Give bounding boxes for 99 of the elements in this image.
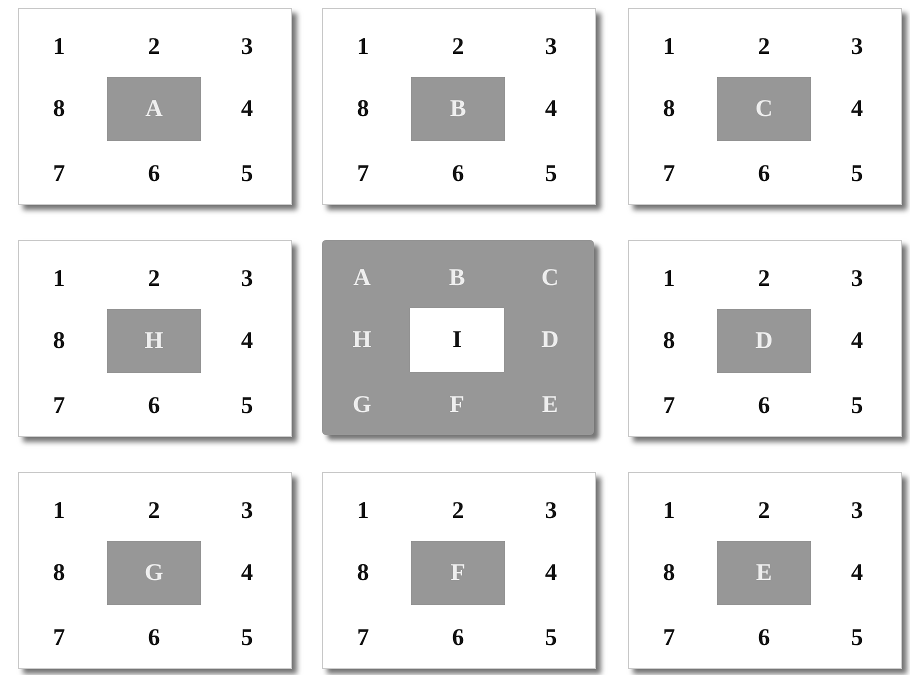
neighbor-number: 3: [544, 497, 558, 525]
grid-panel: [628, 472, 902, 669]
neighbor-number: 4: [240, 95, 254, 123]
neighbor-number: 3: [850, 33, 864, 61]
neighbor-number: 5: [850, 624, 864, 652]
center-letter: I: [452, 326, 462, 354]
neighbor-number: 7: [662, 624, 676, 652]
center-letter: B: [450, 96, 466, 122]
neighbor-number: 4: [850, 95, 864, 123]
neighbor-number: 5: [850, 392, 864, 420]
center-cell: [717, 77, 811, 141]
neighbor-letter: E: [540, 391, 559, 419]
neighbor-number: 2: [147, 497, 161, 525]
grid-panel: [628, 240, 902, 437]
neighbor-number: 7: [52, 160, 66, 188]
neighbor-number: 2: [147, 33, 161, 61]
neighbor-letter: A: [352, 264, 372, 292]
neighbor-number: 6: [451, 160, 465, 188]
neighbor-number: 6: [147, 624, 161, 652]
neighbor-number: 6: [757, 392, 771, 420]
neighbor-number: 2: [757, 497, 771, 525]
neighbor-number: 8: [356, 95, 370, 123]
grid-panel: [322, 8, 596, 205]
center-cell: [107, 77, 201, 141]
neighbor-letter: G: [352, 391, 372, 419]
neighbor-number: 6: [757, 624, 771, 652]
neighbor-number: 3: [850, 265, 864, 293]
neighbor-number: 7: [52, 624, 66, 652]
neighbor-number: 5: [544, 160, 558, 188]
center-letter: G: [144, 560, 164, 586]
center-letter: C: [755, 96, 773, 122]
center-cell: [411, 541, 505, 605]
grid-panel: [18, 472, 292, 669]
neighbor-number: 2: [757, 33, 771, 61]
neighbor-number: 5: [240, 160, 254, 188]
neighbor-number: 5: [240, 624, 254, 652]
neighbor-number: 8: [356, 559, 370, 587]
neighbor-number: 1: [662, 33, 676, 61]
neighbor-number: 3: [850, 497, 864, 525]
neighbor-number: 4: [850, 327, 864, 355]
neighbor-number: 8: [52, 559, 66, 587]
neighbor-number: 1: [52, 33, 66, 61]
center-cell: [717, 309, 811, 373]
center-letter: E: [756, 560, 772, 586]
center-letter: F: [450, 560, 466, 586]
center-letter: H: [144, 328, 164, 354]
neighbor-number: 5: [850, 160, 864, 188]
neighbor-number: 3: [240, 265, 254, 293]
neighbor-number: 3: [240, 33, 254, 61]
neighbor-number: 6: [147, 160, 161, 188]
neighbor-number: 5: [240, 392, 254, 420]
neighbor-number: 6: [757, 160, 771, 188]
neighbor-number: 5: [544, 624, 558, 652]
neighbor-number: 7: [52, 392, 66, 420]
center-letter: D: [755, 328, 773, 354]
neighbor-number: 8: [52, 327, 66, 355]
neighbor-letter: H: [352, 326, 372, 354]
grid-panel: [322, 472, 596, 669]
neighbor-number: 8: [52, 95, 66, 123]
neighbor-number: 3: [544, 33, 558, 61]
neighbor-number: 1: [52, 265, 66, 293]
neighbor-letter: C: [540, 264, 560, 292]
neighbor-number: 7: [662, 160, 676, 188]
neighbor-number: 1: [356, 33, 370, 61]
neighbor-letter: B: [448, 264, 466, 292]
neighbor-number: 1: [662, 265, 676, 293]
neighbor-number: 8: [662, 95, 676, 123]
neighbor-number: 4: [544, 559, 558, 587]
neighbor-letter: D: [540, 326, 560, 354]
neighbor-number: 1: [662, 497, 676, 525]
center-cell: [107, 309, 201, 373]
neighbor-number: 2: [757, 265, 771, 293]
neighbor-number: 7: [662, 392, 676, 420]
center-cell: [411, 77, 505, 141]
neighbor-number: 7: [356, 160, 370, 188]
neighbor-number: 4: [240, 559, 254, 587]
neighbor-number: 1: [52, 497, 66, 525]
center-cell: [107, 541, 201, 605]
center-cell: [717, 541, 811, 605]
neighbor-number: 6: [451, 624, 465, 652]
neighbor-number: 4: [850, 559, 864, 587]
grid-panel: [322, 240, 594, 435]
center-letter: A: [145, 96, 163, 122]
neighbor-number: 2: [147, 265, 161, 293]
neighbor-number: 7: [356, 624, 370, 652]
center-cell: [410, 308, 504, 372]
neighbor-number: 4: [544, 95, 558, 123]
neighbor-number: 2: [451, 33, 465, 61]
grid-panel: [18, 240, 292, 437]
grid-panel: [628, 8, 902, 205]
grid-panel: [18, 8, 292, 205]
neighbor-number: 8: [662, 559, 676, 587]
neighbor-number: 1: [356, 497, 370, 525]
neighbor-number: 3: [240, 497, 254, 525]
neighbor-letter: F: [448, 391, 466, 419]
neighbor-number: 2: [451, 497, 465, 525]
neighbor-number: 8: [662, 327, 676, 355]
neighbor-number: 4: [240, 327, 254, 355]
neighbor-number: 6: [147, 392, 161, 420]
